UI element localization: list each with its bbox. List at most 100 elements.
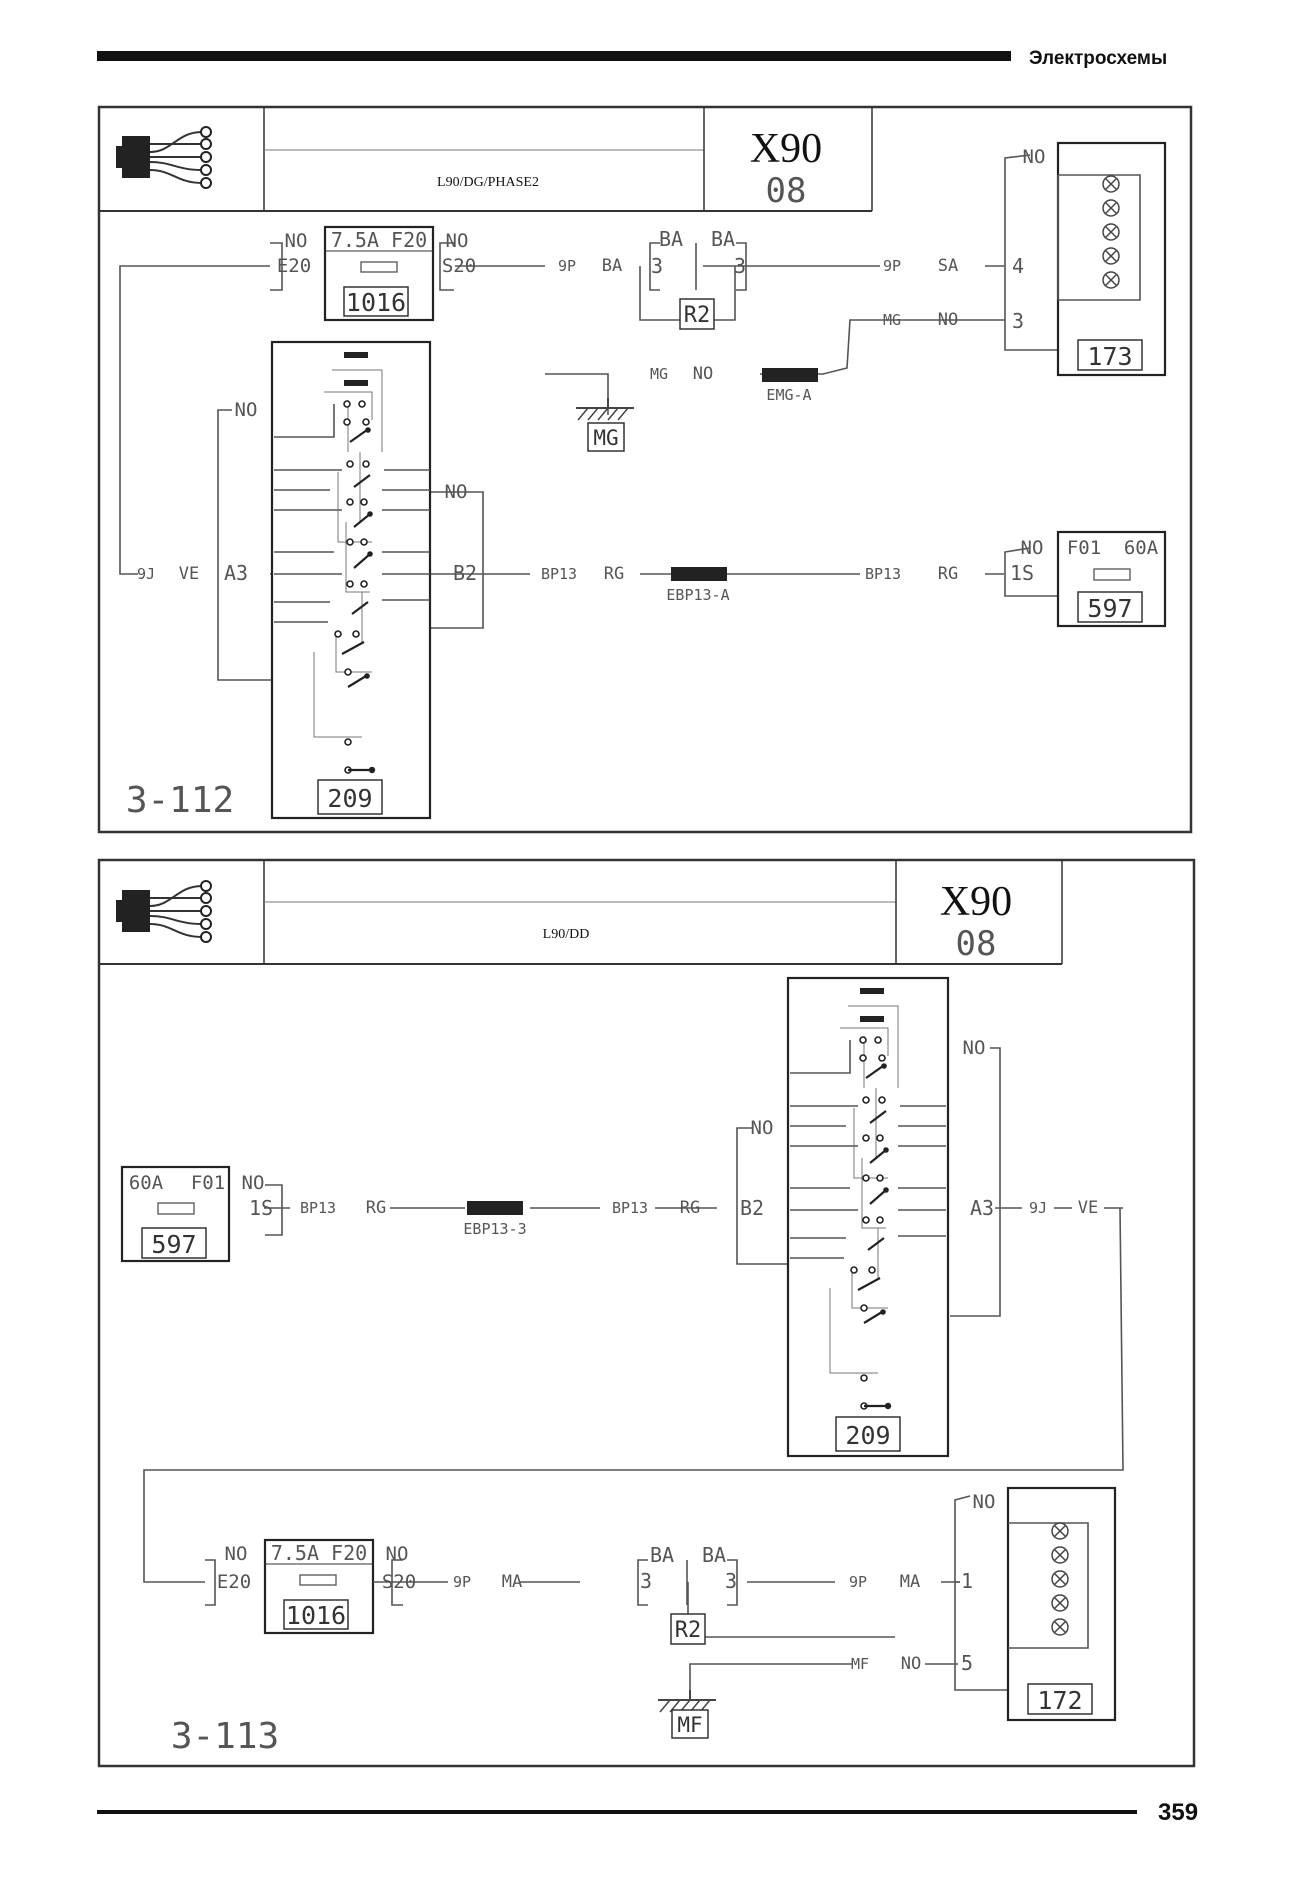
- maxi-fuse-label: 60A: [129, 1172, 164, 1194]
- header-title: Электросхемы: [1029, 48, 1167, 69]
- lamp-icon: [1102, 223, 1120, 241]
- lamp-pin: 5: [961, 1651, 973, 1675]
- switch-block-id: 209: [327, 784, 372, 813]
- fuse-id: 1016: [286, 1601, 346, 1630]
- wire-label: BP13: [865, 565, 901, 583]
- wire-label: MA: [502, 1572, 522, 1592]
- diagram-code: X90: [940, 879, 1012, 925]
- diagram-number: 3-112: [126, 780, 234, 821]
- diagram-3-112: L90/DG/PHASE2 X90 08: [97, 105, 1193, 834]
- fuse-box-1016: 7.5A F20 1016 NO E20 NO S20: [277, 225, 476, 322]
- ground-mf: MF: [657, 1689, 717, 1739]
- fuse-left-pin: E20: [217, 1571, 251, 1593]
- splice-icon: [671, 567, 727, 581]
- wiring: [143, 1047, 1124, 1700]
- r2-left-pin: 3: [640, 1569, 652, 1593]
- ground-icon: [657, 1689, 717, 1713]
- fuse-rating: 7.5A F20: [331, 228, 427, 252]
- diagram-frame: [97, 105, 1193, 834]
- fuse-right-pin: S20: [442, 255, 476, 277]
- lamp-unit-id: 173: [1087, 342, 1132, 371]
- switch-left-pin: A3: [224, 561, 248, 585]
- switch-right-tag: NO: [963, 1037, 986, 1059]
- maxi-fuse-id: 597: [1087, 594, 1132, 623]
- r2-id: R2: [675, 1618, 702, 1643]
- r2-id: R2: [684, 303, 711, 328]
- lamp-icon: [1051, 1570, 1069, 1588]
- diagram-code: X90: [750, 126, 822, 172]
- title-block: L90/DG/PHASE2 X90 08: [99, 107, 873, 212]
- wire-label: BP13: [541, 565, 577, 583]
- diagram-title: L90/DD: [543, 927, 590, 942]
- ground-id: MG: [593, 426, 618, 450]
- ground-icon: [575, 397, 635, 421]
- switch-block-id: 209: [845, 1421, 890, 1450]
- lamp-unit-id: 172: [1037, 1686, 1082, 1715]
- wire-label: MF: [851, 1655, 869, 1673]
- fuse-left-tag: NO: [285, 230, 308, 252]
- fuse-left-pin: E20: [277, 255, 311, 277]
- wiring: [119, 154, 1058, 681]
- wire-label: BA: [602, 256, 622, 276]
- switch-right-tag: NO: [445, 481, 468, 503]
- fuse-id: 1016: [346, 288, 406, 317]
- wire-label: BP13: [612, 1199, 648, 1217]
- lamp-unit-tag: NO: [973, 1491, 996, 1513]
- r2-right-pin: 3: [734, 254, 746, 278]
- maxi-fuse-597: 597 F01 60A NO 1S: [1010, 530, 1167, 628]
- lamp-unit-172: 172 NO 1 5: [961, 1486, 1117, 1722]
- splice-icon: [762, 368, 818, 382]
- lamp-icon: [1102, 199, 1120, 217]
- fuse-box-1016: 7.5A F20 1016 NO E20 NO S20: [217, 1538, 448, 1635]
- wire-label: RG: [366, 1198, 386, 1218]
- r2-right-tag: BA: [702, 1543, 726, 1567]
- maxi-fuse-pin: 1S: [1010, 561, 1034, 585]
- page-header: Электросхемы: [97, 48, 1167, 69]
- connector-harness-icon: [115, 880, 212, 943]
- footer-rule: [97, 1810, 1137, 1814]
- wire-label: SA: [938, 256, 958, 276]
- diagram-title: L90/DG/PHASE2: [437, 175, 539, 190]
- splice-label: EBP13-A: [666, 586, 729, 604]
- splice-icon: [467, 1201, 523, 1215]
- wire-label: MA: [900, 1572, 920, 1592]
- fuse-right-tag: NO: [446, 230, 469, 252]
- diagram-subcode: 08: [956, 924, 997, 964]
- switch-left-pin: B2: [740, 1196, 764, 1220]
- wire-label: 9P: [849, 1573, 867, 1591]
- maxi-fuse-597: 597 60A F01 NO 1S: [120, 1165, 273, 1263]
- wire-label: 9P: [883, 257, 901, 275]
- fuse-rating: 7.5A F20: [271, 1541, 367, 1565]
- r2-left-pin: 3: [651, 254, 663, 278]
- switch-left-tag: NO: [751, 1117, 774, 1139]
- fuse-left-tag: NO: [225, 1543, 248, 1565]
- wire-label: 9P: [558, 257, 576, 275]
- page-number: 359: [1158, 1799, 1198, 1826]
- maxi-fuse-id: 597: [151, 1230, 196, 1259]
- r2-left-tag: BA: [650, 1543, 674, 1567]
- switch-right-pin: B2: [453, 561, 477, 585]
- lamp-icon: [1051, 1594, 1069, 1612]
- wire-label: RG: [680, 1198, 700, 1218]
- ground-mg: MG MG NO EMG-A: [575, 364, 818, 452]
- switch-right-pin: A3: [970, 1196, 994, 1220]
- wire-label: VE: [179, 564, 199, 584]
- wire-label: RG: [938, 564, 958, 584]
- wire-label: 9J: [1029, 1199, 1047, 1217]
- splice-label: EBP13-3: [463, 1220, 526, 1238]
- title-block: L90/DD X90 08: [99, 860, 1063, 965]
- maxi-fuse-pin: 1S: [249, 1196, 273, 1220]
- page-footer: 359: [97, 1799, 1198, 1826]
- connector-r2: BA BA 3 3 R2: [637, 1543, 738, 1645]
- lamp-icon: [1051, 1546, 1069, 1564]
- maxi-fuse-tag: NO: [1021, 537, 1044, 559]
- maxi-fuse-tag: NO: [242, 1172, 265, 1194]
- maxi-fuse-label: F01: [191, 1172, 225, 1194]
- ground-id: MF: [677, 1713, 702, 1737]
- switch-block-209: 209 NO NO A3 B2: [224, 340, 477, 820]
- r2-left-tag: BA: [659, 227, 683, 251]
- wire-label: VE: [1078, 1198, 1098, 1218]
- connector-r2: BA BA 3 3 R2: [649, 227, 747, 330]
- wire-label: 9J: [137, 565, 155, 583]
- diagram-3-113: L90/DD X90 08: [97, 858, 1196, 1768]
